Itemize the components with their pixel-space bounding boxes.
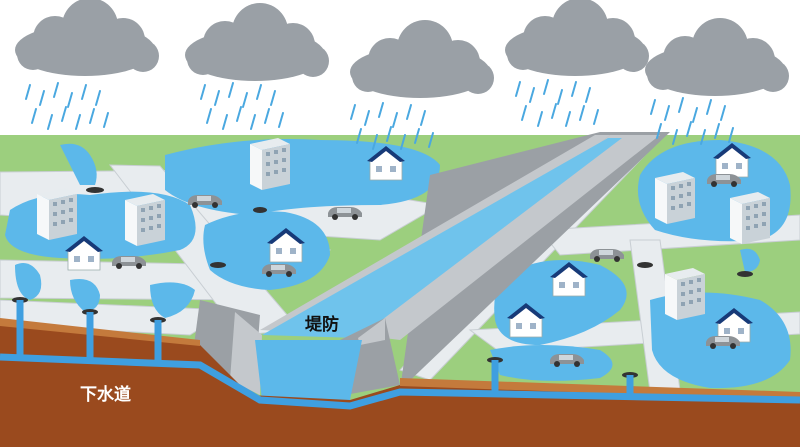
sewer-label: 下水道 — [80, 384, 131, 405]
river-channel — [255, 340, 362, 400]
cloud-1 — [15, 0, 159, 130]
cloud-5 — [645, 18, 789, 145]
levee — [190, 132, 670, 395]
levee-label: 堤防 — [305, 314, 339, 335]
cloud-2 — [185, 3, 329, 130]
building-left-2 — [125, 194, 165, 246]
building-right-3 — [665, 268, 705, 320]
cloud-3 — [350, 20, 494, 150]
soil-top — [0, 318, 200, 346]
cloud-4 — [505, 0, 649, 127]
manholes — [12, 187, 753, 378]
building-right-1 — [655, 172, 695, 224]
building-left-3 — [250, 138, 290, 190]
building-left-1 — [37, 188, 77, 240]
sewer-pipes — [0, 300, 800, 410]
building-right-2 — [730, 192, 770, 244]
